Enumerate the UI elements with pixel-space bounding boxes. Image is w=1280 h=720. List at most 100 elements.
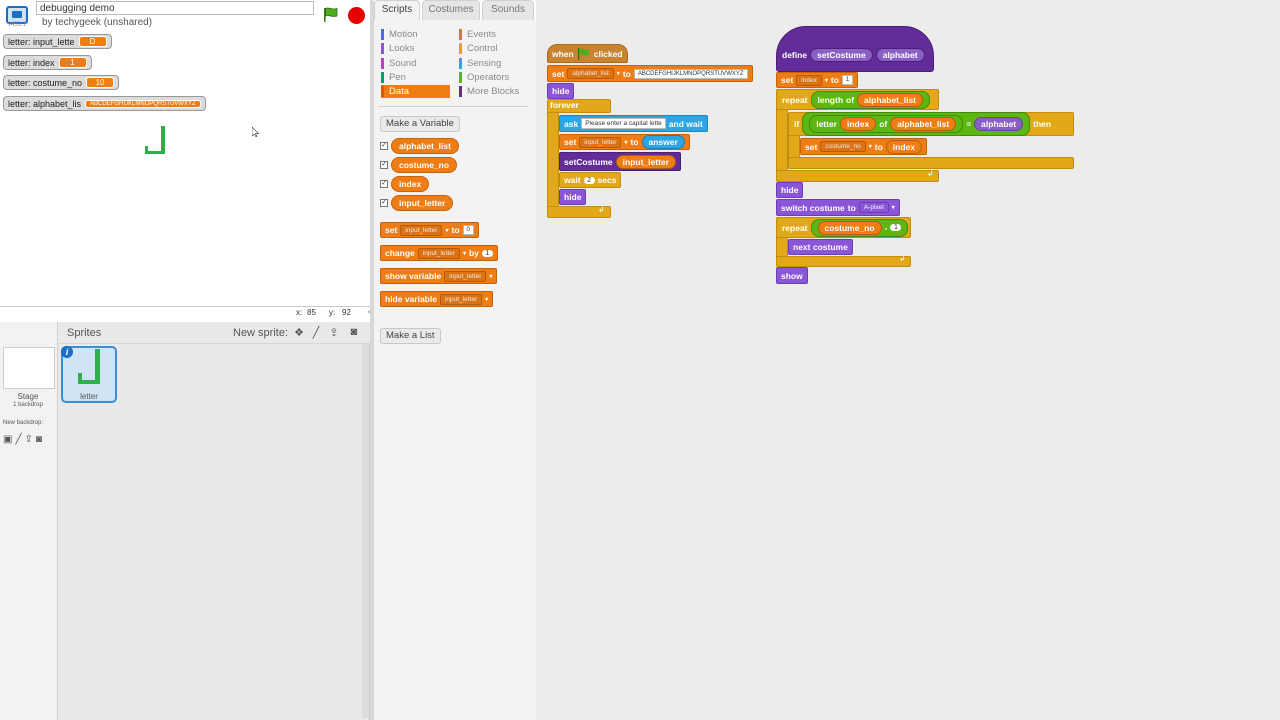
loop-arrow-icon: ↲ [899,254,906,263]
define-header: define setCostume alphabet [778,46,929,64]
reporter-costume-no[interactable]: costume_no [391,157,458,173]
upload-sprite-icon[interactable]: ⇪ [329,327,339,339]
palette-separator [378,106,528,107]
set-costume-no-block[interactable]: set costume_no▾ to index [800,138,927,155]
switch-costume-block[interactable]: switch costume to A-pixel▾ [776,199,900,216]
stage-thumbnail[interactable] [3,347,55,389]
x-value: 85 [307,308,316,317]
ask-and-wait-block[interactable]: ask Please enter a capital lette and wai… [559,115,708,132]
mouse-cursor-icon [252,127,260,137]
info-icon[interactable]: i [61,346,73,358]
variable-monitor-input-letter[interactable]: letter: input_lette D [3,34,112,49]
checkbox-index[interactable]: ✓ [380,180,388,188]
stage-label: Stage [17,392,39,401]
repeat-costume-footer [776,256,911,267]
sprites-title: Sprites [67,327,102,339]
when-flag-clicked-block[interactable]: when clicked [547,44,628,63]
monitor-value: 1 [58,57,87,68]
tab-scripts[interactable]: Scripts [374,0,420,20]
sprite-letter-j[interactable] [143,126,169,156]
new-sprite-label: New sprite: [233,327,289,339]
camera-backdrop-icon[interactable]: ◙ [35,434,42,445]
category-selector: Motion Looks Sound Pen Data Events Contr… [374,20,536,112]
set-input-letter-block[interactable]: set input_letter▾ to answer [559,134,690,150]
sprite-name: letter [80,392,98,401]
palette-show-variable-block[interactable]: show variable input_letter▾ [380,268,498,284]
sprites-header [58,322,370,344]
fullscreen-toggle-icon[interactable] [6,6,28,24]
category-looks[interactable]: Looks [381,42,414,55]
variable-row-input-letter: ✓ input_letter [380,195,454,211]
block-palette [374,112,536,720]
upload-backdrop-icon[interactable]: ⇪ [24,434,33,445]
category-motion[interactable]: Motion [381,28,418,41]
variable-monitor-costume-no[interactable]: letter: costume_no 10 [3,75,120,90]
palette-hide-variable-block[interactable]: hide variable input_letter▾ [380,291,494,307]
project-title-input[interactable] [36,1,314,15]
repeat-footer [776,170,939,182]
stop-sign-icon[interactable] [348,7,365,24]
reporter-index[interactable]: index [391,176,430,192]
if-footer [788,157,1074,169]
category-control[interactable]: Control [459,42,498,55]
set-index-block[interactable]: set index▾ to 1 [776,72,859,88]
green-flag-icon[interactable] [322,6,340,24]
paint-backdrop-icon[interactable]: ╱ [15,434,22,445]
new-backdrop-label: New backdrop: [3,420,44,426]
author-line: by techygeek (unshared) [42,17,153,28]
monitor-label: letter: costume_no [8,77,83,88]
tab-sounds[interactable]: Sounds [482,0,534,20]
stage[interactable]: letter: input_lette D letter: index 1 le… [0,30,370,307]
sprites-scrollbar[interactable] [362,344,369,718]
set-alphabet-list-block[interactable]: set alphabet_list▾ to ABCDEFGHIJKLMNOPQR… [547,65,753,82]
paint-sprite-icon[interactable]: ╱ [312,327,320,339]
category-pen[interactable]: Pen [381,71,406,84]
variable-monitor-alphabet-list[interactable]: letter: alphabet_lis ABCDEFGHIJKLMNOPQRS… [3,96,206,111]
checkbox-alphabet-list[interactable]: ✓ [380,142,388,150]
sprite-thumb-image [78,349,100,384]
make-variable-button[interactable]: Make a Variable [380,116,460,132]
palette-change-block[interactable]: change input_letter▾ by 1 [380,245,498,261]
stage-coordinates-bar: x: 85 y: 92 ◂ [0,307,372,321]
monitor-label: letter: input_lette [8,36,75,47]
hide-block-2[interactable]: hide [559,189,587,205]
tab-costumes[interactable]: Costumes [422,0,480,20]
make-list-button[interactable]: Make a List [380,328,441,344]
version-label: v453.1 [8,22,27,28]
setcostume-call-block[interactable]: setCostume input_letter [559,152,681,171]
backdrop-count: 1 backdrop [13,402,43,408]
green-flag-icon [577,47,589,60]
hide-block-3[interactable]: hide [776,182,804,198]
forever-footer [547,206,611,218]
category-events[interactable]: Events [459,28,496,41]
monitor-value: ABCDEFGHIJKLMNOPQRSTUVWXYZ [85,99,201,108]
palette-set-block[interactable]: set input_letter▾ to 0 [380,222,479,238]
if-header: if letter index of alphabet_list = alpha… [790,112,1055,136]
loop-arrow-icon: ↲ [927,169,934,178]
camera-sprite-icon[interactable]: ◙ [350,326,358,338]
category-data[interactable]: Data [381,85,450,98]
y-label: y: [329,308,336,317]
category-operators[interactable]: Operators [459,71,509,84]
choose-sprite-icon[interactable]: ❖ [294,327,304,339]
category-sound[interactable]: Sound [381,57,416,70]
loop-arrow-icon: ↲ [598,205,605,214]
reporter-alphabet-list[interactable]: alphabet_list [391,138,459,154]
choose-backdrop-icon[interactable]: ▣ [3,434,13,445]
variable-monitor-index[interactable]: letter: index 1 [3,55,92,70]
forever-block[interactable] [547,99,611,113]
hide-block[interactable]: hide [547,83,575,99]
category-more-blocks[interactable]: More Blocks [459,85,519,98]
show-block[interactable]: show [776,267,808,284]
checkbox-input-letter[interactable]: ✓ [380,199,388,207]
checkbox-costume-no[interactable]: ✓ [380,161,388,169]
variable-row-alphabet-list: ✓ alphabet_list [380,138,459,154]
wait-secs-block[interactable]: wait 2 secs [559,172,622,188]
next-costume-block[interactable]: next costume [788,239,853,255]
category-sensing[interactable]: Sensing [459,57,501,70]
editor-tabs: Scripts Costumes Sounds [374,0,536,20]
monitor-value: 10 [86,77,115,88]
collapse-arrow-icon[interactable]: ◂ [367,307,372,316]
reporter-input-letter[interactable]: input_letter [391,195,454,211]
